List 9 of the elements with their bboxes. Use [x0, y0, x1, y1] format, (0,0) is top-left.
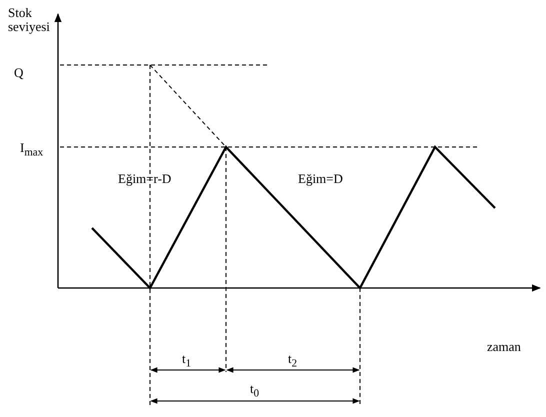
dimension-label: t$_{0}$: [250, 382, 260, 401]
axis-title: Stok seviyesi: [8, 6, 51, 34]
axis-title: zaman: [487, 340, 521, 354]
dimension-label: t$_{1}$: [182, 352, 192, 371]
dimension-label: t$_{2}$: [288, 352, 298, 371]
slope-label: Eğim=r-D: [118, 172, 172, 186]
axis-value-label: I$_{max}$: [20, 141, 43, 160]
slope-label: Eğim=D: [298, 172, 343, 186]
axis-value-label: Q: [14, 66, 24, 80]
